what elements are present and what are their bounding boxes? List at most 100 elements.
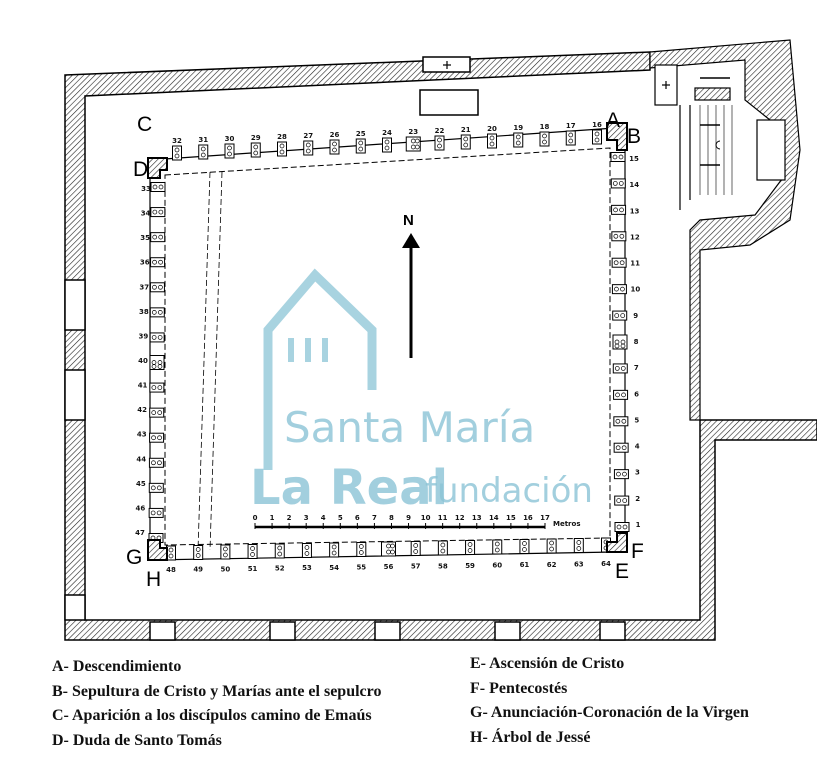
capital-number: 8 [634, 338, 639, 346]
capital-box [614, 495, 630, 506]
capital-box [148, 482, 164, 493]
capital-number: 28 [277, 133, 287, 141]
capital-number: 47 [135, 529, 145, 537]
capital-number: 15 [629, 155, 639, 163]
capital-box [382, 137, 392, 153]
capital-14: 14 [610, 178, 639, 189]
capital-box [611, 257, 627, 268]
column-icon [463, 136, 469, 142]
column-icon [616, 471, 621, 477]
capital-box [460, 134, 471, 150]
capital-62: 62 [546, 538, 557, 569]
capital-number: 36 [140, 259, 150, 267]
column-icon [494, 547, 500, 553]
capital-number: 49 [193, 566, 203, 574]
column-icon [158, 209, 164, 215]
column-icon [331, 550, 337, 556]
column-icon [542, 133, 547, 139]
capital-5: 5 [613, 416, 639, 427]
column-icon [157, 385, 163, 390]
capital-37: 37 [139, 282, 165, 293]
capital-box [149, 382, 165, 393]
capital-31: 31 [198, 136, 209, 160]
arrowhead-icon [402, 233, 420, 248]
column-icon [616, 498, 622, 503]
capital-number: 34 [141, 210, 151, 218]
capital-34: 34 [141, 207, 166, 218]
capital-number: 45 [136, 480, 146, 488]
capital-44: 44 [136, 455, 164, 468]
capital-box [513, 132, 524, 148]
scale-tick-label: 17 [540, 514, 550, 522]
capital-number: 10 [631, 286, 641, 294]
stair-annex [649, 39, 801, 421]
column-icon [156, 510, 162, 516]
capital-16: 16 [592, 121, 602, 145]
legend-item-b: B- Sepultura de Cristo y Marías ante el … [52, 682, 382, 700]
capital-49: 49 [193, 545, 204, 574]
capital-39: 39 [139, 332, 165, 343]
capital-23: 23 [405, 128, 421, 152]
column-icon [174, 147, 180, 153]
column-icon [619, 207, 624, 213]
capital-box [303, 140, 314, 156]
column-icon [223, 546, 228, 552]
column-icon [549, 546, 554, 552]
column-icon [594, 131, 600, 137]
capital-number: 52 [275, 565, 285, 573]
legend-item-g: G- Anunciación-Coronación de la Virgen [470, 704, 749, 721]
capital-box [612, 310, 628, 321]
scale-tick-label: 15 [506, 514, 516, 522]
capital-number: 4 [635, 443, 640, 451]
capital-box [250, 142, 261, 158]
capital-box [149, 282, 165, 293]
column-icon [620, 313, 626, 318]
capital-number: 19 [513, 124, 523, 132]
column-icon [622, 498, 628, 503]
scale-tick-label: 8 [389, 514, 394, 522]
capital-box [193, 545, 204, 560]
legend-item-c: C- Aparición a los discípulos camino de … [52, 707, 372, 724]
capital-box [614, 522, 630, 532]
capital-box [149, 355, 165, 370]
capital-38: 38 [139, 307, 165, 318]
capital-number: 30 [225, 135, 235, 143]
capital-box [149, 432, 165, 443]
capital-number: 13 [630, 207, 640, 215]
column-icon [414, 144, 420, 150]
column-icon [467, 548, 473, 553]
column-icon [168, 547, 174, 553]
capital-24: 24 [382, 129, 392, 153]
capital-number: 16 [592, 121, 602, 129]
column-icon [621, 418, 627, 424]
north-label: N [403, 212, 414, 229]
capital-number: 61 [520, 561, 530, 569]
column-icon [622, 471, 627, 477]
column-icon [615, 392, 620, 398]
capital-box [148, 507, 164, 518]
capital-56: 56 [381, 541, 396, 571]
column-icon [195, 553, 201, 558]
capital-number: 7 [634, 364, 639, 372]
column-icon [620, 343, 626, 349]
capital-number: 23 [408, 128, 418, 136]
column-icon [157, 435, 162, 441]
column-icon [522, 547, 527, 552]
column-icon [413, 543, 419, 548]
capital-box [220, 544, 231, 560]
column-icon [414, 138, 420, 144]
north-arrow: N [402, 212, 420, 358]
capital-number: 55 [356, 563, 366, 571]
column-icon [158, 284, 163, 290]
capital-number: 42 [137, 406, 147, 414]
corner-label-a: A [606, 109, 620, 132]
column-icon [174, 153, 180, 159]
capital-number: 2 [635, 495, 640, 503]
column-icon [467, 542, 473, 547]
capital-number: 26 [330, 131, 340, 139]
capital-50: 50 [220, 544, 231, 573]
column-icon [332, 141, 337, 147]
column-icon [157, 364, 163, 369]
column-icon [150, 485, 156, 491]
